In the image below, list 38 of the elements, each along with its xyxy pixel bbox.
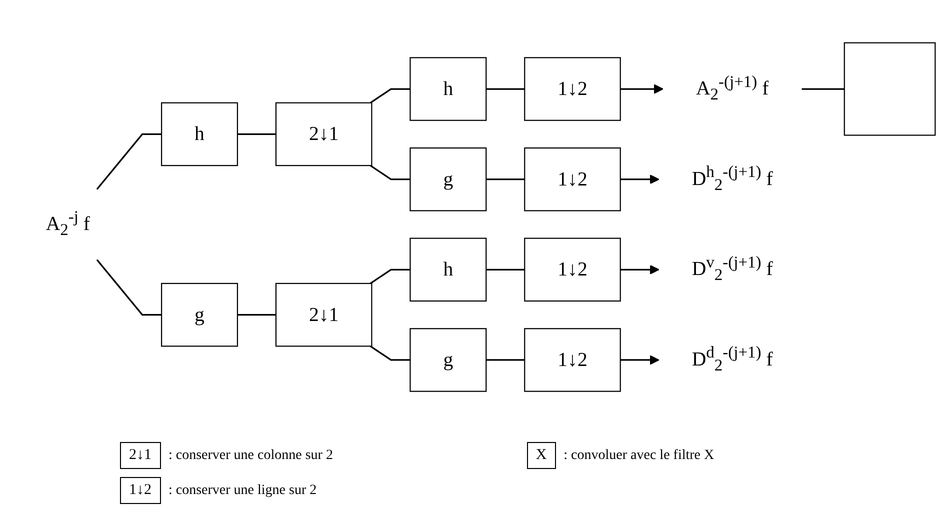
- legend-text: : convoluer avec le filtre X: [564, 448, 714, 464]
- legend-symbol: X: [526, 442, 556, 469]
- connector: [370, 345, 410, 361]
- connector: [802, 88, 844, 90]
- node-box: g: [410, 328, 487, 392]
- arrow: [620, 355, 660, 365]
- node-box: 2↓1: [275, 102, 372, 166]
- connector: [237, 314, 276, 316]
- connector: [96, 133, 162, 190]
- connector: [370, 164, 410, 180]
- arrow: [620, 174, 660, 184]
- connector: [486, 268, 525, 270]
- node-box: 1↓2: [524, 328, 621, 392]
- legend-symbol: 1↓2: [120, 477, 160, 504]
- connector: [370, 88, 410, 104]
- connector: [237, 133, 276, 135]
- connector: [370, 268, 410, 284]
- node-box: 1↓2: [524, 57, 621, 121]
- legend-text: : conserver une ligne sur 2: [168, 482, 317, 498]
- arrow: [620, 84, 664, 94]
- connector: [486, 178, 525, 180]
- node-box: g: [410, 147, 487, 212]
- node-box: h: [410, 57, 487, 121]
- node-box: h: [161, 102, 238, 166]
- connector: [96, 259, 162, 316]
- node-box: 2↓1: [275, 282, 372, 347]
- node-box: g: [161, 282, 238, 347]
- connector: [486, 359, 525, 361]
- node-box: [844, 42, 936, 136]
- node-box: 1↓2: [524, 238, 621, 302]
- legend-text: : conserver une colonne sur 2: [168, 448, 333, 464]
- node-text: A$_{2}$$^{-j}$ f: [46, 209, 90, 240]
- node-text: A$_{2}$$^{-(j+1)}$ f: [696, 74, 769, 104]
- node-box: 1↓2: [524, 147, 621, 212]
- arrow: [620, 264, 660, 274]
- connector: [486, 88, 525, 90]
- legend-symbol: 2↓1: [120, 442, 160, 469]
- node-box: h: [410, 238, 487, 302]
